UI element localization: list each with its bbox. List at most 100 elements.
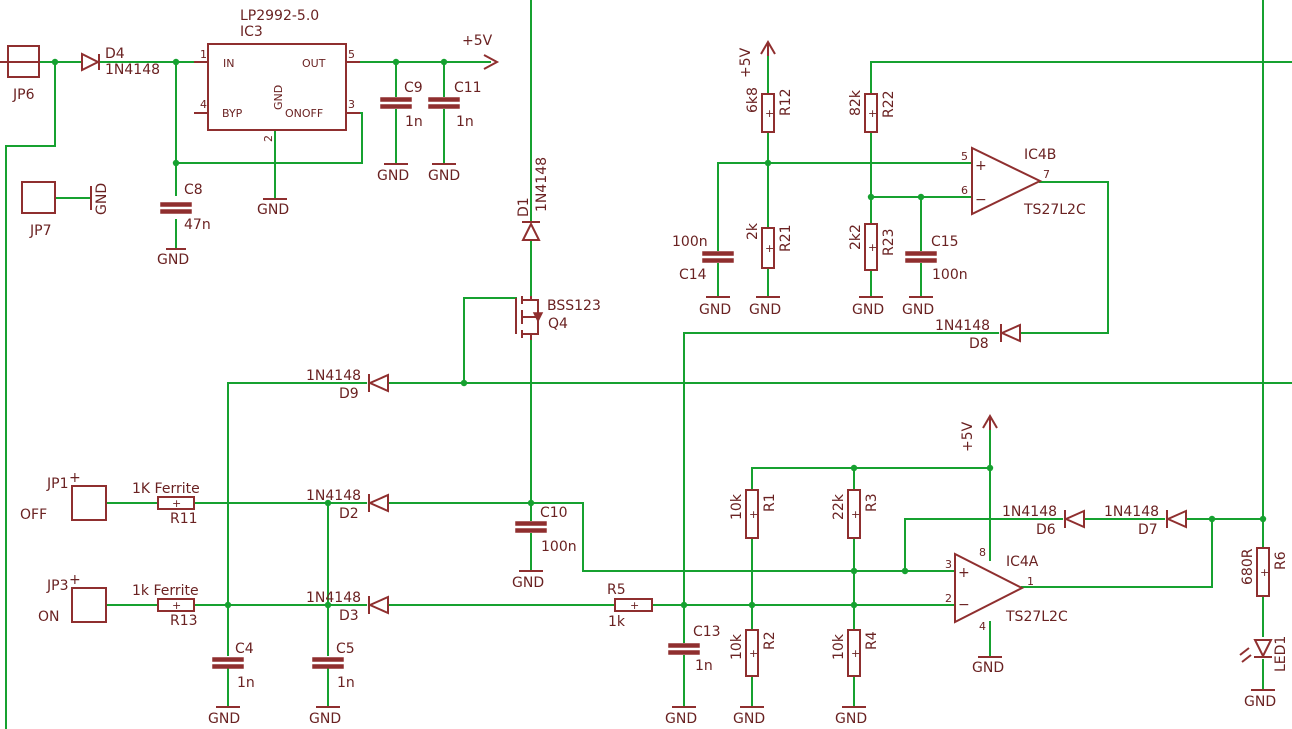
pin-4: 4 [979, 620, 986, 633]
pin-1: 1 [200, 48, 207, 61]
pin-8: 8 [979, 546, 986, 559]
pin-3: 3 [945, 558, 952, 571]
d9-label: D9 [339, 386, 359, 402]
r5-label: R5 [607, 582, 626, 598]
marker-r5: + [630, 599, 639, 612]
q4-value: BSS123 [547, 298, 601, 314]
diode-d4[interactable]: D4 1N4148 [81, 46, 160, 78]
r13-value: 1k Ferrite [132, 583, 199, 599]
capacitor-c5[interactable]: C5 1n GND [309, 641, 355, 727]
c9-value: 1n [405, 114, 423, 130]
gnd-label: GND [699, 302, 731, 318]
c10-label: C10 [540, 505, 568, 521]
r4-value: 10k [831, 633, 847, 660]
gnd-label: GND [852, 302, 884, 318]
capacitor-c10[interactable]: C10 100n GND [512, 505, 577, 591]
r12-label: R12 [778, 88, 794, 116]
regulator-ic3[interactable]: LP2992-5.0 IC3 IN OUT BYP ONOFF GND 1 5 … [194, 8, 360, 142]
resistor-r2[interactable]: 10k R2 GND [729, 629, 778, 727]
pin-2: 2 [945, 592, 952, 605]
r6-value: 680R [1240, 548, 1256, 585]
jp3-label: JP3 [46, 578, 68, 594]
opamp-ic4a[interactable]: + − IC4A TS27L2C 3 2 1 8 4 GND [945, 546, 1068, 676]
ic4a-value: TS27L2C [1005, 609, 1068, 625]
on-label: ON [38, 609, 60, 625]
c5-value: 1n [337, 675, 355, 691]
gnd-label: GND [972, 660, 1004, 676]
capacitor-c13[interactable]: C13 1n GND [665, 624, 721, 727]
gnd-label: GND [94, 183, 110, 215]
wires [5, 0, 1292, 729]
jumper-jp3[interactable]: JP3 + ON [38, 572, 107, 625]
marker-r3: + [851, 508, 860, 521]
d6-label: D6 [1036, 522, 1056, 538]
c10-value: 100n [541, 539, 577, 555]
diode-d8[interactable]: 1N4148 D8 [935, 318, 1021, 352]
ic3-onoff-pin: ONOFF [285, 107, 323, 120]
jumper-jp6[interactable]: JP6 [0, 45, 40, 103]
c4-value: 1n [237, 675, 255, 691]
r23-value: 2k2 [848, 224, 864, 250]
gnd-label: GND [835, 711, 867, 727]
jumper-jp7[interactable]: JP7 [21, 181, 56, 239]
led-led1[interactable]: LED1 GND [1239, 636, 1289, 710]
diode-d2[interactable]: 1N4148 D2 [306, 488, 389, 522]
plus-sign: + [69, 470, 81, 486]
resistor-r5[interactable]: R5 1k [607, 582, 653, 630]
plus5v-label: +5V [462, 33, 493, 49]
gnd-label: GND [428, 168, 460, 184]
d6-value: 1N4148 [1002, 504, 1057, 520]
supply-5v-arrow: +5V [960, 414, 998, 452]
gnd-label: GND [749, 302, 781, 318]
gnd-label: GND [733, 711, 765, 727]
jumper-jp1[interactable]: JP1 + OFF [20, 470, 107, 523]
d4-value: 1N4148 [105, 62, 160, 78]
capacitor-c8[interactable]: C8 47n GND [157, 182, 211, 268]
diode-d7[interactable]: 1N4148 D7 [1104, 504, 1187, 538]
supply-5v-arrow: +5V [462, 33, 500, 70]
resistor-r13[interactable]: 1k Ferrite R13 [132, 583, 199, 629]
ic4a-minus: − [958, 597, 970, 613]
r5-value: 1k [608, 614, 626, 630]
resistor-r22[interactable]: 82k R22 [848, 89, 897, 133]
c15-value: 100n [932, 267, 968, 283]
r11-value: 1K Ferrite [132, 481, 200, 497]
d2-label: D2 [339, 506, 359, 522]
resistor-r11[interactable]: 1K Ferrite R11 [132, 481, 200, 527]
mosfet-q4[interactable]: BSS123 Q4 [515, 296, 601, 340]
gnd-label: GND [512, 575, 544, 591]
junctions [51, 58, 1267, 609]
capacitor-c11[interactable]: C11 1n GND [428, 80, 482, 184]
d9-value: 1N4148 [306, 368, 361, 384]
d4-label: D4 [105, 46, 125, 62]
resistor-r21[interactable]: 2k R21 GND [745, 222, 794, 318]
resistor-r23[interactable]: 2k2 R23 GND [848, 223, 897, 318]
c4-label: C4 [235, 641, 254, 657]
r3-value: 22k [831, 493, 847, 520]
resistor-markers: + + + + + + + + + + + + [172, 107, 1269, 660]
resistor-r1[interactable]: 10k R1 [729, 489, 778, 539]
d2-value: 1N4148 [306, 488, 361, 504]
resistor-r4[interactable]: 10k R4 GND [831, 629, 880, 727]
diode-d6[interactable]: 1N4148 D6 [1002, 504, 1085, 538]
capacitor-c9[interactable]: C9 1n GND [377, 80, 423, 184]
d3-label: D3 [339, 608, 359, 624]
opamp-ic4b[interactable]: + − IC4B TS27L2C 5 6 7 [961, 146, 1086, 218]
resistor-r12[interactable]: 6k8 R12 [745, 87, 794, 133]
ic4b-value: TS27L2C [1023, 202, 1086, 218]
diode-d9[interactable]: 1N4148 D9 [306, 368, 389, 402]
marker-r1: + [749, 508, 758, 521]
c9-label: C9 [404, 80, 423, 96]
diode-d1[interactable]: D1 1N4148 [516, 157, 550, 241]
resistor-r6[interactable]: 680R R6 [1240, 547, 1289, 597]
resistor-r3[interactable]: 22k R3 [831, 489, 880, 539]
capacitor-c4[interactable]: C4 1n GND [208, 641, 255, 727]
capacitor-c14[interactable]: 100n C14 GND [672, 234, 734, 318]
jp7-label: JP7 [29, 223, 51, 239]
diode-d3[interactable]: 1N4148 D3 [306, 590, 389, 624]
capacitor-c15[interactable]: C15 100n GND [902, 234, 968, 318]
pin-3: 3 [348, 98, 355, 111]
jp1-label: JP1 [46, 476, 68, 492]
ic4b-label: IC4B [1024, 147, 1056, 163]
